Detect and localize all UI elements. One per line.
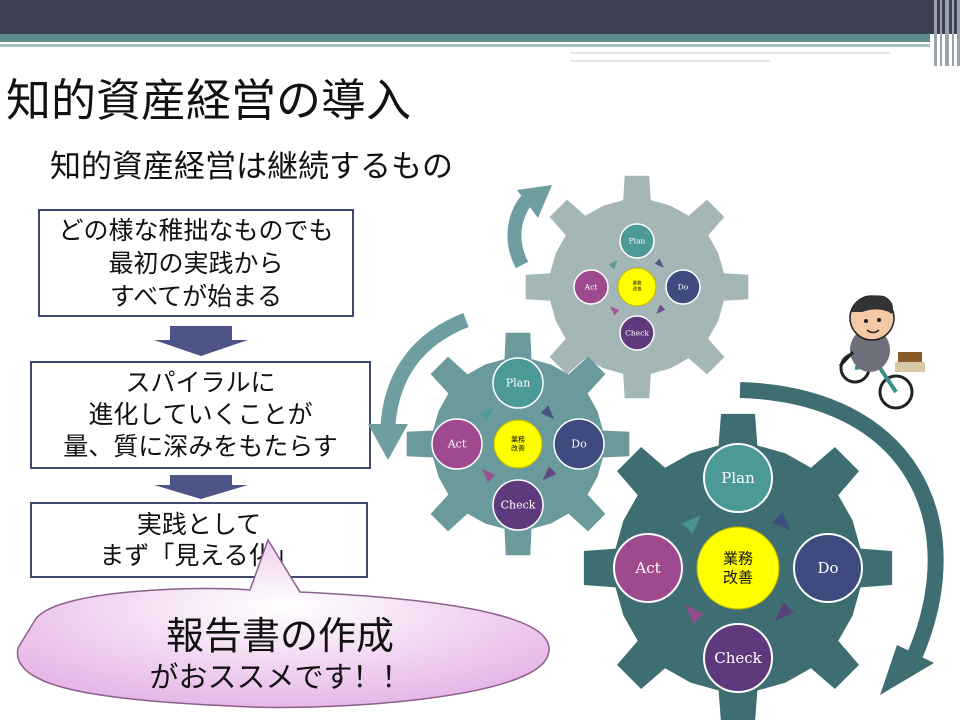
header-band — [0, 0, 960, 34]
callout-subtext: がおススメです！！ — [149, 660, 411, 694]
pdca-center-label-medium: 改善 — [511, 443, 525, 452]
flow-box-spiral-line: 進化していくことが — [88, 400, 313, 429]
pdca-plan-circle-large — [703, 443, 773, 513]
header-accent-line — [0, 44, 930, 47]
cycle-arrow-medium — [481, 468, 496, 483]
pdca-center-label-medium: 業務 — [511, 435, 525, 444]
spiral-arrow-middle-head — [368, 424, 408, 460]
flow-box-start-line: どの様な稚拙なものでも — [58, 215, 334, 245]
spiral-arrow-top — [507, 191, 536, 269]
pdca-act-circle-large — [613, 533, 683, 603]
pdca-do-label-medium: Do — [571, 438, 587, 451]
pdca-check-circle-large — [703, 623, 773, 693]
pdca-act-label-small: Act — [584, 283, 598, 292]
cycle-arrow-medium — [479, 407, 494, 422]
cycle-arrow-small — [654, 258, 664, 268]
pdca-act-circle-small — [573, 269, 609, 305]
pdca-act-label-large: Act — [634, 559, 660, 577]
pdca-center-circle-small — [617, 267, 657, 307]
pdca-center-label-small: 改善 — [633, 285, 642, 292]
cycle-arrow-large — [682, 515, 701, 534]
slide-title: 知的資産経営の導入 — [6, 74, 412, 127]
pdca-center-circle-large — [696, 526, 780, 610]
pdca-center-label-large: 改善 — [723, 568, 753, 586]
pdca-act-circle-medium — [431, 418, 483, 470]
flow-box-spiral-line: スパイラルに — [125, 368, 276, 397]
cycle-arrow-medium — [542, 466, 557, 481]
pdca-check-label-small: Check — [625, 329, 649, 338]
slide-subtitle: 知的資産経営は継続するもの — [50, 149, 453, 185]
flow-box-practice: 実践として まず「見える化」 — [30, 502, 368, 578]
cycle-arrow-small — [656, 304, 666, 314]
pdca-do-label-large: Do — [817, 559, 838, 577]
header-accent-line-3 — [570, 60, 770, 62]
pdca-do-circle-medium — [553, 418, 605, 470]
spiral-arrow-middle — [380, 313, 469, 426]
cycle-arrow-small — [610, 306, 620, 316]
pdca-center-circle-medium — [493, 419, 543, 469]
flow-box-start-line: すべてが始まる — [109, 281, 283, 311]
header-accent-line-2 — [570, 52, 890, 54]
flow-box-spiral: スパイラルに 進化していくことが 量、質に深みをもたらす — [30, 361, 371, 469]
pdca-center-label-small: 業務 — [633, 280, 642, 287]
spiral-arrow-large-head — [880, 645, 934, 695]
pdca-do-circle-large — [793, 533, 863, 603]
cycle-arrow-medium — [540, 405, 555, 420]
flow-box-spiral-line: 量、質に深みをもたらす — [63, 432, 338, 461]
callout-heading: 報告書の作成 — [165, 614, 394, 658]
header-stripes — [934, 0, 960, 66]
callout-bubble — [16, 538, 550, 709]
pdca-do-label-small: Do — [678, 283, 689, 292]
pdca-act-label-medium: Act — [447, 438, 467, 451]
cycle-arrow-small — [608, 260, 618, 270]
pdca-plan-label-small: Plan — [629, 237, 646, 246]
cycle-arrow-large — [775, 602, 794, 621]
pdca-check-label-large: Check — [714, 649, 762, 667]
pdca-plan-circle-medium — [492, 357, 544, 409]
cycle-arrow-large — [772, 512, 791, 531]
bicycle-rider-illustration — [838, 295, 925, 410]
pdca-center-label-large: 業務 — [723, 550, 753, 568]
spiral-arrow-top-head — [517, 185, 552, 218]
flow-box-start: どの様な稚拙なものでも 最初の実践から すべてが始まる — [38, 209, 354, 317]
spiral-arrow-large — [739, 382, 944, 659]
pdca-plan-label-large: Plan — [721, 469, 755, 487]
pdca-check-circle-medium — [492, 479, 544, 531]
flow-arrow-down-1 — [154, 326, 248, 356]
header-accent-bar — [0, 34, 930, 42]
flow-box-start-line: 最初の実践から — [108, 248, 284, 278]
pdca-plan-label-medium: Plan — [506, 377, 531, 390]
pdca-check-label-medium: Check — [501, 499, 536, 512]
cycle-arrow-large — [685, 605, 704, 624]
pdca-do-circle-small — [665, 269, 701, 305]
pdca-check-circle-small — [619, 315, 655, 351]
flow-arrow-down-2 — [154, 475, 248, 499]
pdca-plan-circle-small — [619, 223, 655, 259]
flow-box-practice-line: 実践として — [136, 510, 262, 539]
